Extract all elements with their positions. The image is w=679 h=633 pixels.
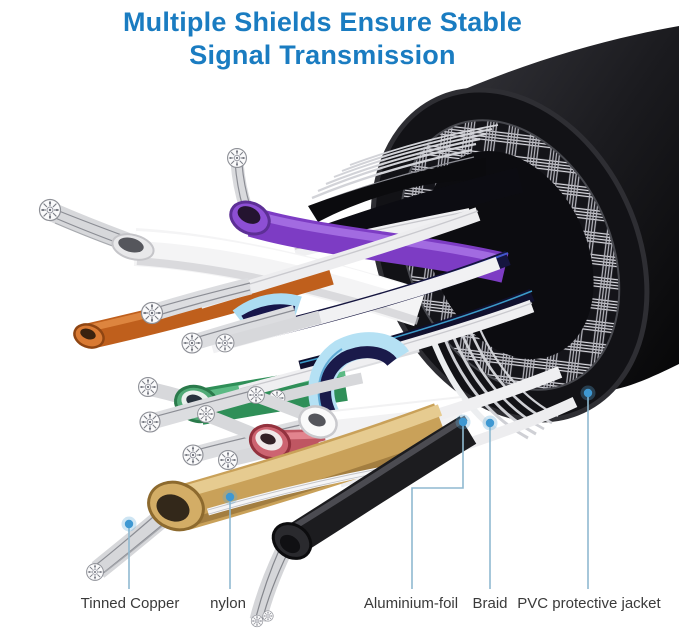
wire-black — [249, 415, 477, 628]
callout-dot — [222, 489, 238, 505]
label-aluminium-foil: Aluminium-foil — [363, 595, 459, 612]
braid-flare-top — [309, 124, 499, 207]
callout-dot — [455, 414, 471, 430]
wire-tan — [86, 403, 450, 581]
callout-lines — [128, 396, 589, 589]
label-tinned-copper: Tinned Copper — [80, 595, 180, 612]
callout-dots — [121, 385, 596, 532]
label-nylon: nylon — [210, 595, 246, 612]
callout-dot — [121, 516, 137, 532]
page-title: Multiple Shields Ensure Stable Signal Tr… — [0, 6, 645, 72]
wire-bundle — [38, 148, 578, 628]
callout-dot — [482, 415, 498, 431]
label-pvc-protective-jacket: PVC protective jacket — [517, 595, 661, 612]
callout-line-aluminium-foil — [411, 425, 464, 589]
callout-dot — [580, 385, 596, 401]
label-braid: Braid — [472, 595, 508, 612]
title-line-1: Multiple Shields Ensure Stable — [122, 7, 523, 37]
title-line-2: Signal Transmission — [189, 40, 456, 70]
opening-shadow — [308, 158, 486, 222]
